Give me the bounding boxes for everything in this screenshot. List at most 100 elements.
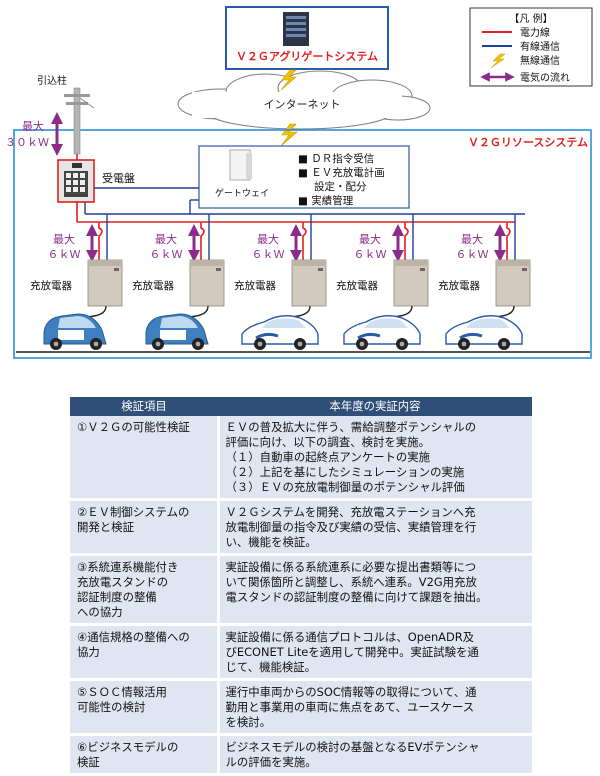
verification-content: ビジネスモデルの検討の基盤となるEVポテンシャルの評価を実施。 bbox=[218, 734, 532, 776]
header-content: 本年度の実証内容 bbox=[218, 397, 532, 416]
item-line: ④通信規格の整備への bbox=[77, 630, 190, 644]
verification-content: Ｖ２Ｇシステムを開発、充放電ステーションへ充放電制御量の指令及び実績の受信、実績… bbox=[218, 499, 532, 556]
charger-label: 充放電器 bbox=[30, 279, 72, 292]
compact-ev-icon bbox=[43, 313, 107, 350]
charger-power-line bbox=[302, 222, 307, 260]
chargers-group: 最大６ｋＷ充放電器最大６ｋＷ充放電器最大６ｋＷ充放電器最大６ｋＷ充放電器最大６ｋ… bbox=[30, 214, 531, 350]
content-line: （２）上記を基にしたシミュレーションの実施 bbox=[225, 465, 465, 479]
table-row: ⑥ビジネスモデルの検証ビジネスモデルの検討の基盤となるEVポテンシャルの評価を実… bbox=[70, 734, 532, 776]
content-line: ビジネスモデルの検討の基盤となるEVポテンシャ bbox=[225, 740, 480, 754]
content-line: 運行中車両からのSOC情報等の取得について、通 bbox=[225, 685, 477, 699]
gateway-function-2: ■ ＥＶ充放電計画 bbox=[298, 166, 385, 179]
header-item: 検証項目 bbox=[70, 397, 218, 416]
item-line: 認証制度の整備 bbox=[77, 590, 157, 604]
content-line: い、機能を検証。 bbox=[225, 535, 317, 549]
content-line: ＥＶの普及拡大に伴う、需給調整ポテンシャルの bbox=[225, 420, 477, 434]
content-line: （３）ＥＶの充放電制御量のポテンシャル評価 bbox=[225, 480, 465, 494]
switchboard-icon bbox=[57, 159, 95, 203]
resource-system-box bbox=[13, 129, 592, 359]
charger-power-line bbox=[506, 222, 511, 260]
utility-pole-icon bbox=[64, 87, 95, 155]
charger-max-value: ６ｋＷ bbox=[252, 248, 285, 261]
content-line: 実証設備に係る通信プロトコルは、OpenADR及 bbox=[225, 630, 475, 644]
table-row: ④通信規格の整備への協力実証設備に係る通信プロトコルは、OpenADR及びECO… bbox=[70, 624, 532, 681]
wired-bus bbox=[84, 187, 525, 215]
content-line: びECONET Liteを適用して開発中。実証試験を通 bbox=[225, 645, 479, 659]
content-line: 実証設備に係る系統連系に必要な提出書類等につ bbox=[225, 560, 477, 574]
wireless-bolt-icon-top bbox=[280, 69, 297, 91]
internet-label: インターネット bbox=[264, 98, 341, 111]
content-line: 評価に向け、以下の調査、検討を実施。 bbox=[225, 435, 430, 449]
charger-label: 充放電器 bbox=[438, 279, 480, 292]
charger-label: 充放電器 bbox=[336, 279, 378, 292]
server-icon bbox=[283, 12, 309, 46]
content-line: いて関係箇所と調整し、系統へ連系。V2G用充放 bbox=[225, 575, 477, 589]
verification-content: ＥＶの普及拡大に伴う、需給調整ポテンシャルの評価に向け、以下の調査、検討を実施。… bbox=[218, 416, 532, 501]
legend-flow-label: 電気の流れ bbox=[520, 71, 570, 84]
charger-power-line bbox=[200, 222, 205, 260]
sedan-ev-icon bbox=[343, 315, 421, 350]
legend-wireless-label: 無線通信 bbox=[520, 54, 560, 67]
charger-unit: 最大 ６ｋＷ 充放電器 bbox=[438, 214, 531, 350]
item-line: ③系統連系機能付き bbox=[77, 560, 179, 574]
content-line: Ｖ２Ｇシステムを開発、充放電ステーションへ充 bbox=[225, 505, 476, 519]
table-row: ③系統連系機能付き充放電スタンドの認証制度の整備への協力実証設備に係る系統連系に… bbox=[70, 554, 532, 626]
table-row: ①Ｖ２Ｇの可能性検証 ＥＶの普及拡大に伴う、需給調整ポテンシャルの評価に向け、以下… bbox=[70, 416, 532, 501]
legend-power-label: 電力線 bbox=[520, 26, 550, 39]
table-header-row: 検証項目 本年度の実証内容 bbox=[70, 397, 532, 416]
gateway-function-4: ■ 実績管理 bbox=[298, 194, 354, 207]
charger-max-value: ６ｋＷ bbox=[48, 248, 81, 261]
item-line: ⑤ＳＯＣ情報活用 bbox=[77, 685, 167, 699]
item-line: 充放電スタンドの bbox=[77, 575, 169, 589]
charger-cable bbox=[285, 305, 311, 319]
legend-wired-label: 有線通信 bbox=[520, 40, 560, 53]
sedan-ev-icon bbox=[241, 315, 319, 350]
content-line: を検討。 bbox=[225, 715, 272, 729]
wireless-bolt-icon-bottom bbox=[280, 123, 298, 147]
verification-item: ⑥ビジネスモデルの検証 bbox=[70, 734, 220, 776]
charger-cable bbox=[387, 305, 413, 319]
verification-content: 実証設備に係る通信プロトコルは、OpenADR及びECONET Liteを適用し… bbox=[218, 624, 532, 681]
content-line: （１）自動車の起終点アンケートの実施 bbox=[225, 450, 431, 464]
verification-content: 実証設備に係る系統連系に必要な提出書類等について関係箇所と調整し、系統へ連系。V… bbox=[218, 554, 532, 626]
charger-max-label: 最大 bbox=[155, 232, 177, 246]
content-line: 電スタンドの認証制度の整備に向けて課題を抽出。 bbox=[225, 590, 488, 604]
charger-power-line bbox=[98, 222, 103, 260]
charger-max-label: 最大 bbox=[359, 232, 381, 246]
charger-max-value: ６ｋＷ bbox=[456, 248, 489, 261]
item-line: ②ＥＶ制御システムの bbox=[77, 505, 190, 519]
verification-item: ③系統連系機能付き充放電スタンドの認証制度の整備への協力 bbox=[70, 554, 220, 626]
switchboard-label: 受電盤 bbox=[102, 172, 135, 185]
gateway-function-3: 設定・配分 bbox=[314, 180, 367, 193]
gateway-device-icon bbox=[229, 149, 252, 181]
verification-item: ①Ｖ２Ｇの可能性検証 bbox=[70, 416, 220, 501]
content-line: ルの評価を実施。 bbox=[225, 755, 317, 769]
legend-title: 【凡 例】 bbox=[509, 12, 552, 25]
max-30-label-1: 最大 bbox=[22, 119, 44, 133]
charger-max-label: 最大 bbox=[257, 232, 279, 246]
resource-system-label: Ｖ２Ｇリソースシステム bbox=[468, 136, 588, 149]
verification-item: ⑤ＳＯＣ情報活用可能性の検討 bbox=[70, 679, 220, 736]
verification-item: ④通信規格の整備への協力 bbox=[70, 624, 220, 681]
sedan-ev-icon bbox=[445, 315, 523, 350]
cloud-fill bbox=[192, 92, 402, 118]
charger-power-line bbox=[404, 222, 409, 260]
legend-wireless-bolt-icon bbox=[490, 53, 506, 69]
charger-cabinet-icon bbox=[495, 259, 531, 307]
charger-label: 充放電器 bbox=[132, 279, 174, 292]
gateway-label: ゲートウェイ bbox=[215, 187, 269, 199]
item-line: ①Ｖ２Ｇの可能性検証 bbox=[77, 420, 190, 434]
charger-cable bbox=[489, 305, 515, 319]
content-line: 勤用と事業用の車両に焦点をあて、ユースケース bbox=[225, 700, 475, 714]
charger-cabinet-icon bbox=[87, 259, 123, 307]
charger-cabinet-icon bbox=[393, 259, 429, 307]
item-line: ⑥ビジネスモデルの bbox=[77, 740, 179, 754]
verification-table: 検証項目 本年度の実証内容 ①Ｖ２Ｇの可能性検証 ＥＶの普及拡大に伴う、需給調整ポ… bbox=[70, 397, 532, 776]
charger-max-label: 最大 bbox=[461, 232, 483, 246]
item-line: 可能性の検討 bbox=[77, 700, 146, 714]
charger-max-value: ６ｋＷ bbox=[150, 248, 183, 261]
verification-item: ②ＥＶ制御システムの開発と検証 bbox=[70, 499, 220, 556]
